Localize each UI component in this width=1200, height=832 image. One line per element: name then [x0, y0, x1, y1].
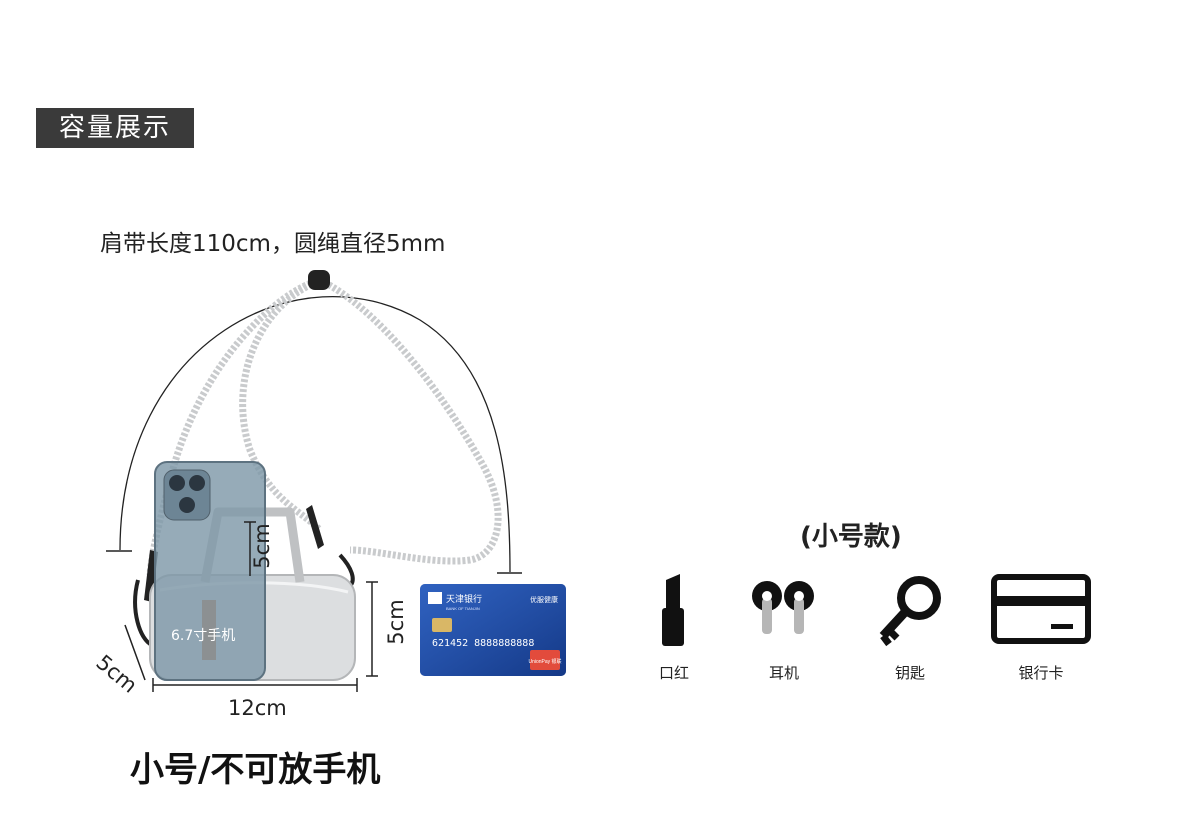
item-label: 耳机	[768, 664, 799, 682]
card-brand-right: 优服健康	[530, 595, 558, 604]
phone-label: 6.7寸手机	[171, 628, 236, 644]
strap-length-arc	[119, 296, 511, 573]
card-bank-name-en: BANK OF TIANJIN	[446, 606, 480, 611]
item-key: 钥匙	[850, 574, 970, 683]
item-label: 口红	[658, 664, 689, 682]
bank-card-icon	[991, 574, 1091, 644]
bank-card-image: 天津银行 BANK OF TIANJIN 优服健康 621452 8888888…	[420, 584, 566, 676]
dimension-height: 5cm	[384, 599, 408, 645]
cord-stopper	[308, 270, 330, 290]
card-network: UnionPay 银联	[528, 658, 561, 665]
bag-illustration: 天津银行 BANK OF TIANJIN 优服健康 621452 8888888…	[106, 270, 566, 692]
dimension-width: 12cm	[228, 696, 287, 720]
item-earbuds: 耳机	[724, 574, 844, 683]
card-bank-name: 天津银行	[446, 593, 482, 604]
item-label: 钥匙	[894, 664, 925, 682]
size-label: (小号款)	[800, 522, 902, 552]
lipstick-icon	[662, 574, 684, 646]
section-title-badge: 容量展示	[36, 108, 194, 148]
key-icon	[879, 576, 941, 647]
earbuds-icon	[752, 581, 814, 634]
strap-length-note: 肩带长度110cm，圆绳直径5mm	[100, 231, 446, 257]
dimension-handle-height: 5cm	[250, 523, 274, 569]
item-label: 银行卡	[1018, 664, 1064, 682]
item-bank-card: 银行卡	[981, 574, 1101, 683]
card-number: 621452 8888888888	[432, 638, 534, 649]
item-lipstick: 口红	[614, 574, 734, 683]
variant-title: 小号/不可放手机	[130, 750, 381, 790]
